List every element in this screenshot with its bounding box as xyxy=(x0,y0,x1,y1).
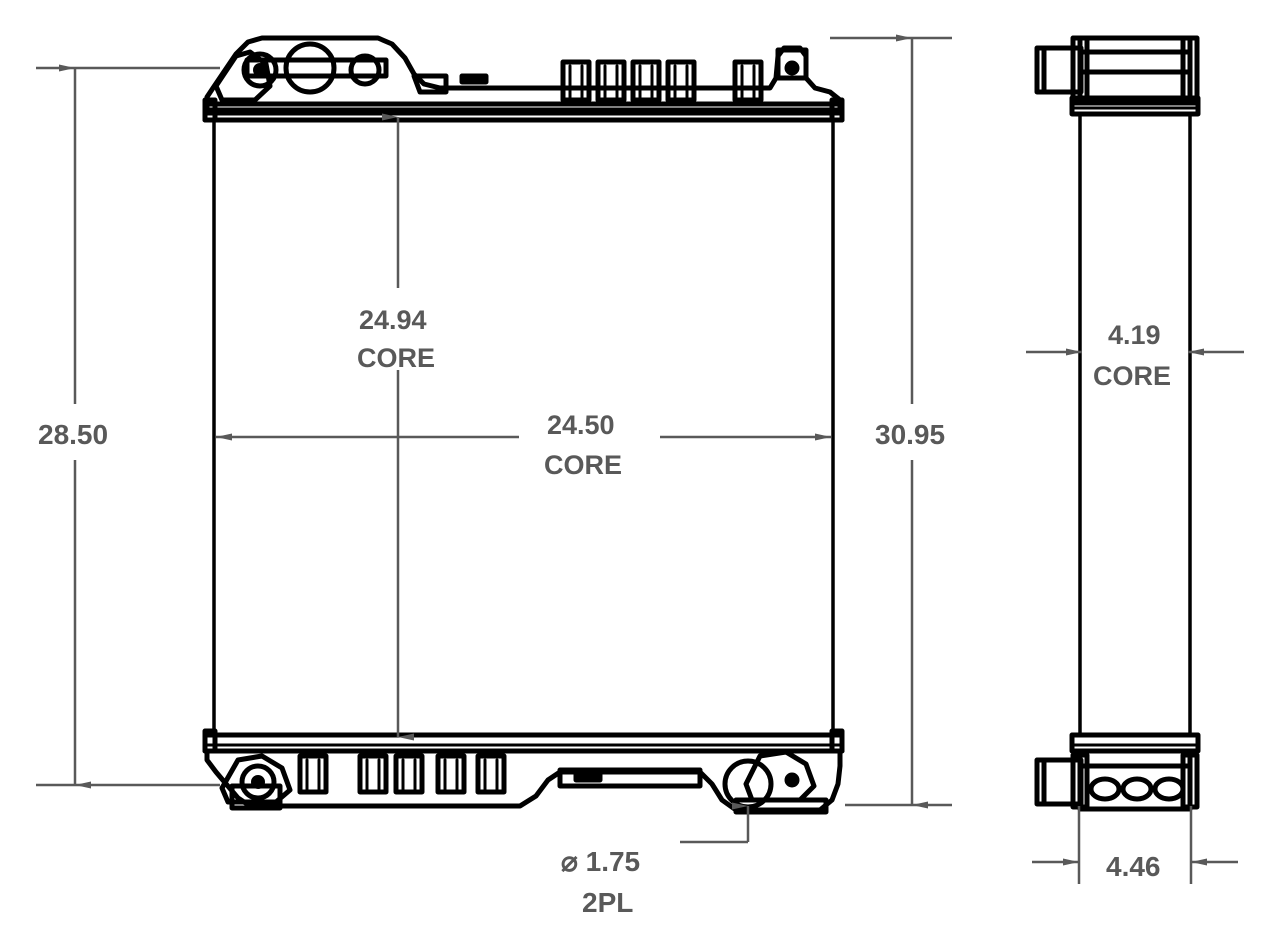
core-width-value: 24.50 xyxy=(547,410,615,440)
top-tube-bosses xyxy=(560,59,764,103)
core-depth-value: 4.19 xyxy=(1108,320,1161,350)
hole-diameter-value: ⌀ 1.75 xyxy=(561,846,640,877)
side-view-geometry xyxy=(1034,35,1201,812)
core-width-note: CORE xyxy=(544,450,622,480)
tank-depth-value: 4.46 xyxy=(1106,851,1161,882)
dimension-lines xyxy=(36,34,1244,884)
core-depth-note: CORE xyxy=(1093,361,1171,391)
bottom-tube-bosses xyxy=(297,753,507,795)
core-height-note: CORE xyxy=(357,343,435,373)
overall-height-right-value: 30.95 xyxy=(875,419,945,450)
hole-diameter-note: 2PL xyxy=(582,887,633,918)
front-view-geometry xyxy=(202,35,845,815)
core-height-value: 24.94 xyxy=(359,305,427,335)
overall-height-value: 28.50 xyxy=(38,419,108,450)
